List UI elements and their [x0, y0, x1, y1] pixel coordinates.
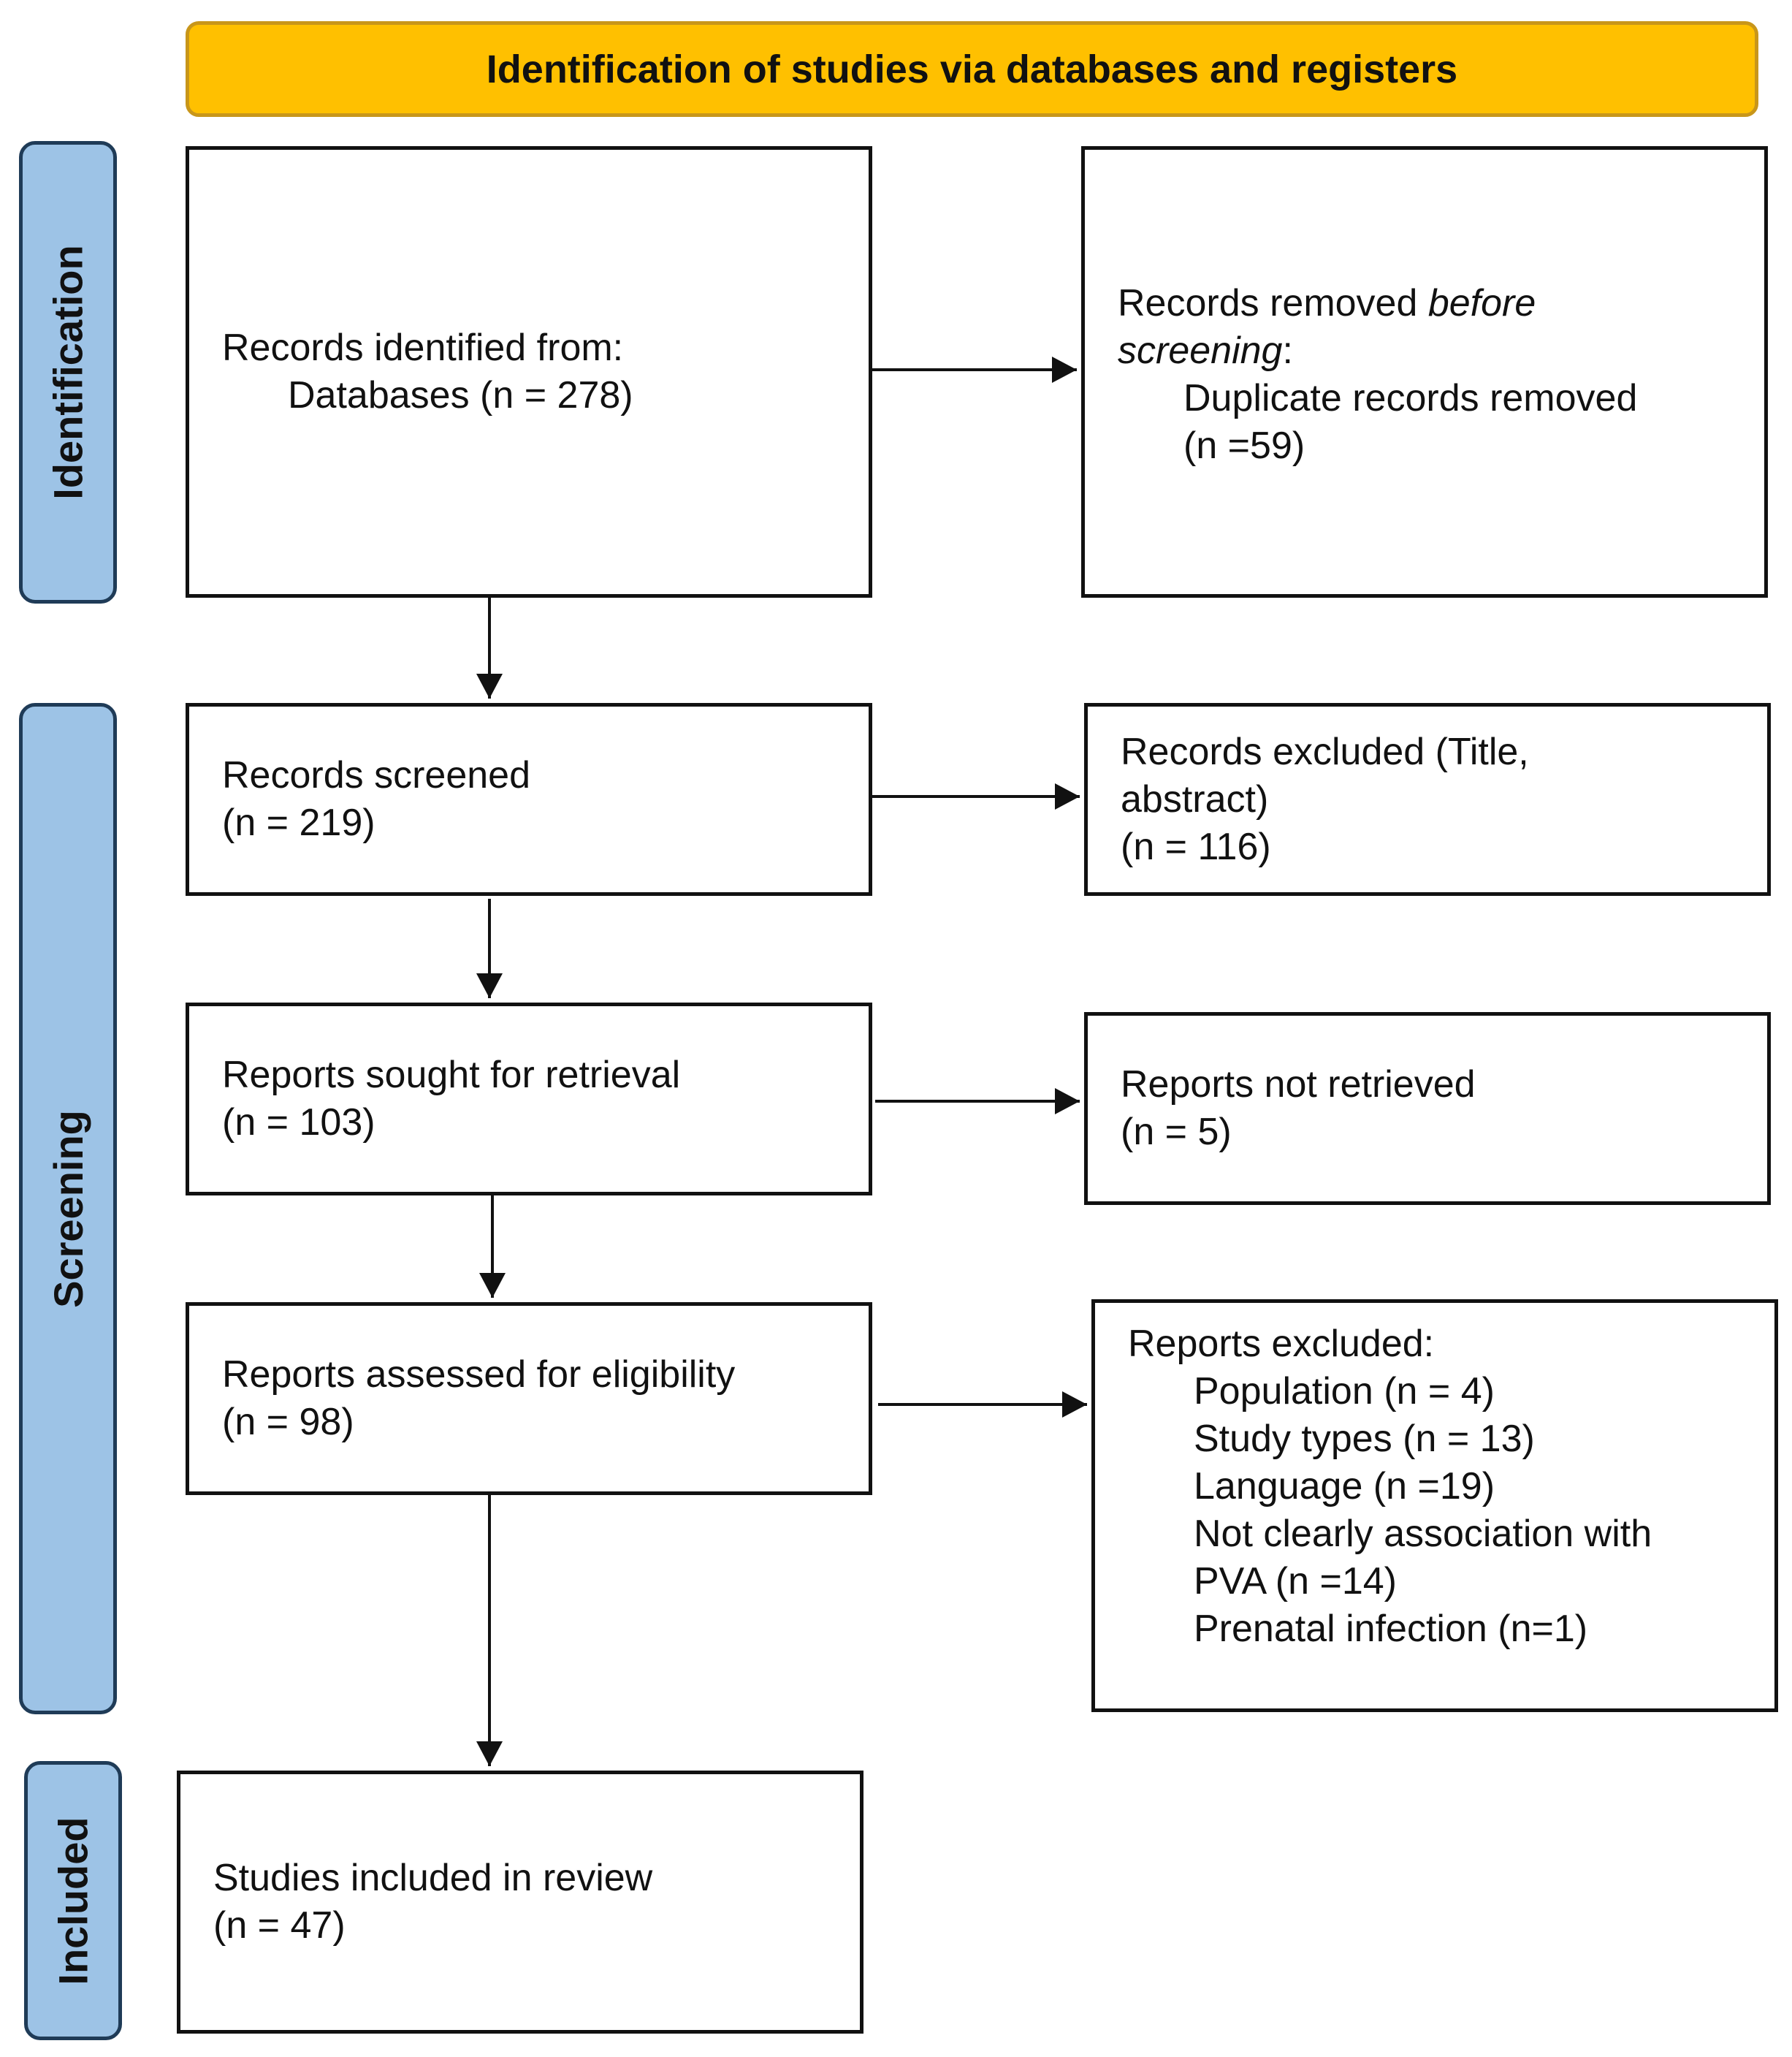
list-item: Population (n = 4): [1194, 1370, 1495, 1412]
box-text: Reports not retrieved: [1121, 1063, 1476, 1106]
arrowhead-right: [1055, 783, 1080, 810]
box-text: Records removed before: [1118, 280, 1735, 327]
box-text: abstract): [1121, 777, 1269, 821]
arrowhead-right: [1055, 1088, 1080, 1114]
arrowhead-down: [479, 1273, 506, 1298]
arrowhead-down: [476, 973, 503, 998]
box-text: (n = 116): [1121, 825, 1271, 868]
list-item: Language (n =19): [1194, 1465, 1495, 1507]
box-text: Studies included in review: [213, 1857, 653, 1899]
phase-label-screening: Screening: [19, 703, 117, 1714]
box-text: Databases (n = 278): [288, 374, 633, 417]
box-reports-sought: Reports sought for retrieval (n = 103): [186, 1003, 872, 1195]
arrowhead-down: [476, 674, 503, 699]
arrowhead-right: [1062, 1391, 1087, 1418]
box-text: (n = 47): [213, 1904, 346, 1947]
box-text-part: before: [1427, 282, 1536, 324]
box-text: Duplicate records removed: [1183, 377, 1638, 419]
phase-label-identification: Identification: [19, 141, 117, 604]
box-text: Reports excluded:: [1128, 1323, 1435, 1365]
box-text-part: screening: [1118, 330, 1283, 372]
list-item: Study types (n = 13): [1194, 1418, 1535, 1460]
box-text: Reports sought for retrieval: [222, 1054, 681, 1096]
arrowhead-down: [476, 1741, 503, 1766]
box-text: (n = 219): [222, 802, 375, 844]
box-text-part: Records removed: [1118, 282, 1428, 324]
header-title: Identification of studies via databases …: [486, 47, 1458, 91]
phase-label-included: Included: [24, 1761, 122, 2040]
box-text: (n =59): [1183, 425, 1305, 467]
box-text: screening:: [1118, 327, 1735, 375]
list-item: PVA (n =14): [1194, 1560, 1397, 1602]
box-text: (n = 5): [1121, 1111, 1232, 1153]
box-reports-excluded: Reports excluded: Population (n = 4) Stu…: [1091, 1299, 1778, 1712]
box-records-removed: Records removed before screening: Duplic…: [1081, 146, 1768, 598]
box-text: Reports assessed for eligibility: [222, 1353, 736, 1396]
box-reports-not-retrieved: Reports not retrieved (n = 5): [1084, 1012, 1771, 1205]
box-text: Records identified from:: [222, 327, 624, 369]
box-text: (n = 103): [222, 1101, 375, 1144]
list-item: Prenatal infection (n=1): [1194, 1608, 1588, 1650]
arrowhead-right: [1052, 357, 1077, 383]
box-records-excluded: Records excluded (Title, abstract) (n = …: [1084, 703, 1771, 896]
box-studies-included: Studies included in review (n = 47): [177, 1771, 863, 2034]
list-item: Not clearly association with: [1194, 1513, 1652, 1555]
box-records-screened: Records screened (n = 219): [186, 703, 872, 896]
box-records-identified: Records identified from: Databases (n = …: [186, 146, 872, 598]
box-text: (n = 98): [222, 1401, 354, 1443]
box-text-part: :: [1282, 330, 1293, 372]
box-reports-assessed: Reports assessed for eligibility (n = 98…: [186, 1302, 872, 1495]
header-banner: Identification of studies via databases …: [186, 21, 1758, 117]
box-text: Records screened: [222, 754, 530, 796]
box-text: Records excluded (Title,: [1121, 730, 1529, 773]
